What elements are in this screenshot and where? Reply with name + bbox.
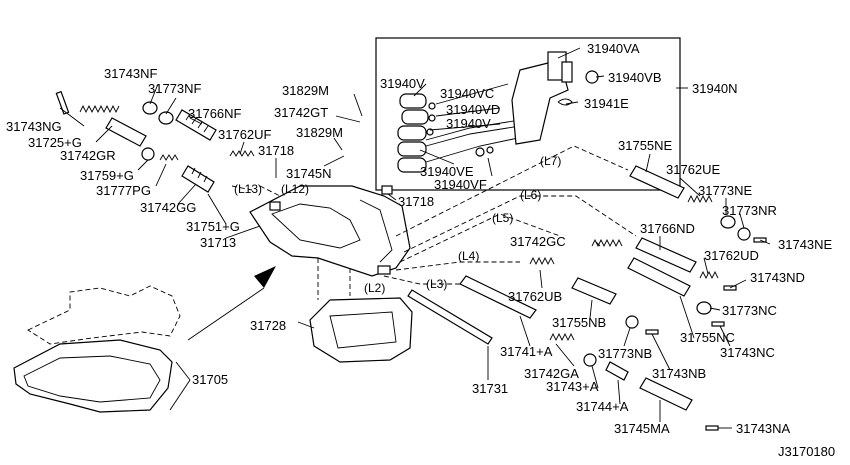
label-31777PG: 31777PG bbox=[96, 183, 151, 198]
label-31741A: 31741+A bbox=[500, 344, 553, 359]
label-L13: (L13) bbox=[234, 182, 262, 196]
label-31773NF: 31773NF bbox=[148, 81, 202, 96]
label-31718-top: 31718 bbox=[258, 143, 294, 158]
label-31940VB: 31940VB bbox=[608, 70, 662, 85]
solenoid-assembly-box bbox=[375, 37, 681, 191]
label-31755NC: 31755NC bbox=[680, 330, 735, 345]
label-31940VE: 31940VE bbox=[420, 164, 474, 179]
label-31742GC: 31742GC bbox=[510, 234, 566, 249]
label-31773NC: 31773NC bbox=[722, 303, 777, 318]
label-L5: (L5) bbox=[492, 211, 513, 225]
label-L7: (L7) bbox=[540, 154, 561, 168]
label-31940VD: 31940VD bbox=[446, 102, 500, 117]
label-L2: (L2) bbox=[364, 281, 385, 295]
label-31762UF: 31762UF bbox=[218, 127, 272, 142]
label-31762UE: 31762UE bbox=[666, 162, 721, 177]
label-31940VF: 31940VF bbox=[434, 177, 487, 192]
leader-lines bbox=[59, 47, 771, 429]
label-31762UD: 31762UD bbox=[704, 248, 759, 263]
label-31713: 31713 bbox=[200, 235, 236, 250]
label-31743NG: 31743NG bbox=[6, 119, 62, 134]
solenoid-assembly-drawing bbox=[397, 51, 599, 173]
label-L4: (L4) bbox=[458, 249, 479, 263]
label-L6: (L6) bbox=[520, 188, 541, 202]
label-31755NE: 31755NE bbox=[618, 138, 673, 153]
label-31742GR: 31742GR bbox=[60, 148, 116, 163]
assembly-guide-lines bbox=[231, 145, 637, 300]
label-31940VC: 31940VC bbox=[440, 86, 494, 101]
separator-plate bbox=[309, 297, 413, 363]
label-31742GT: 31742GT bbox=[274, 105, 328, 120]
valve-body-lower bbox=[13, 266, 276, 413]
label-31743NF: 31743NF bbox=[104, 66, 158, 81]
label-31762UB: 31762UB bbox=[508, 289, 562, 304]
label-31743NA: 31743NA bbox=[736, 421, 791, 436]
label-31743A: 31743+A bbox=[546, 379, 599, 394]
label-31773NE: 31773NE bbox=[698, 183, 753, 198]
label-31718-mid: 31718 bbox=[398, 194, 434, 209]
label-31745MA: 31745MA bbox=[614, 421, 670, 436]
label-31766NF: 31766NF bbox=[188, 106, 242, 121]
label-31742GG: 31742GG bbox=[140, 200, 196, 215]
label-31744A: 31744+A bbox=[576, 399, 629, 414]
label-31743NE: 31743NE bbox=[778, 237, 833, 252]
label-31829M-mid: 31829M bbox=[296, 125, 343, 140]
label-31731: 31731 bbox=[472, 381, 508, 396]
label-31742GA: 31742GA bbox=[524, 366, 579, 381]
right-valve-parts bbox=[407, 165, 767, 431]
label-31940V-lower: 31940V bbox=[446, 116, 491, 131]
valve-body-upper bbox=[249, 185, 411, 277]
label-31940V: 31940V bbox=[380, 76, 425, 91]
label-31751G: 31751+G bbox=[186, 219, 240, 234]
label-L3: (L3) bbox=[426, 277, 447, 291]
label-31743ND: 31743ND bbox=[750, 270, 805, 285]
label-L12: (L12) bbox=[281, 182, 309, 196]
label-31705: 31705 bbox=[192, 372, 228, 387]
label-31940VA: 31940VA bbox=[587, 41, 640, 56]
label-31829M-top: 31829M bbox=[282, 83, 329, 98]
label-31766ND: 31766ND bbox=[640, 221, 695, 236]
left-small-parts bbox=[55, 90, 255, 193]
label-31728: 31728 bbox=[250, 318, 286, 333]
label-31725G: 31725+G bbox=[28, 135, 82, 150]
label-31941E: 31941E bbox=[584, 96, 629, 111]
label-31755NB: 31755NB bbox=[552, 315, 606, 330]
label-31773NR: 31773NR bbox=[722, 203, 777, 218]
label-31773NB: 31773NB bbox=[598, 346, 652, 361]
label-31743NB: 31743NB bbox=[652, 366, 706, 381]
label-31759G: 31759+G bbox=[80, 168, 134, 183]
label-31940N: 31940N bbox=[692, 81, 738, 96]
diagram-id: J3170180 bbox=[778, 444, 835, 459]
label-31743NC: 31743NC bbox=[720, 345, 775, 360]
label-31745N: 31745N bbox=[286, 166, 332, 181]
